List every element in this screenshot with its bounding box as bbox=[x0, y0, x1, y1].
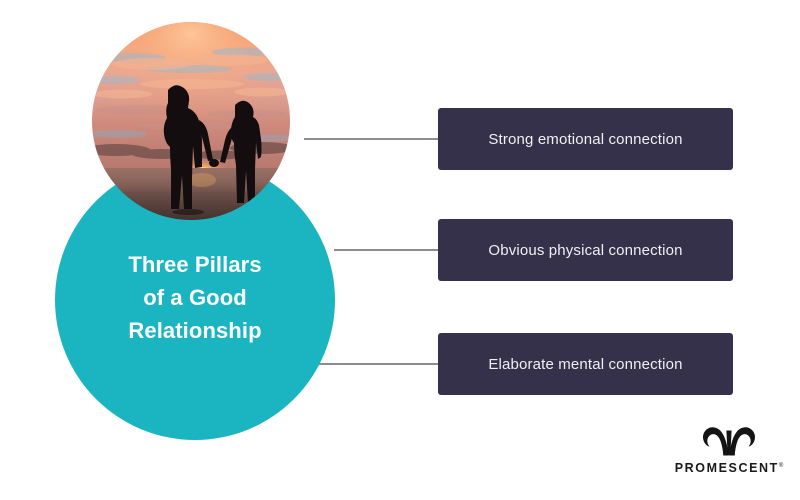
promescent-wordmark-text: PROMESCENT bbox=[674, 461, 779, 475]
registered-trademark-mark: ® bbox=[778, 462, 784, 469]
pillar-box-2[interactable]: Obvious physical connection bbox=[438, 219, 733, 281]
page-title-line-3: Relationship bbox=[128, 318, 262, 343]
pillar-label-2: Obvious physical connection bbox=[488, 241, 683, 259]
page-title-line-1: Three Pillars bbox=[128, 252, 262, 277]
page-title: Three Pillars of a Good Relationship bbox=[55, 248, 335, 347]
pillar-box-3[interactable]: Elaborate mental connection bbox=[438, 333, 733, 395]
pillar-label-3: Elaborate mental connection bbox=[488, 355, 683, 373]
page-title-line-2: of a Good bbox=[143, 285, 247, 310]
promescent-wordmark: PROMESCENT® bbox=[675, 461, 784, 475]
pillar-box-1[interactable]: Strong emotional connection bbox=[438, 108, 733, 170]
connector-line-2 bbox=[334, 249, 440, 251]
pillar-label-1: Strong emotional connection bbox=[488, 130, 683, 148]
connector-line-1 bbox=[304, 138, 440, 140]
connector-line-3 bbox=[279, 363, 440, 365]
promescent-logo: PROMESCENT® bbox=[668, 424, 790, 486]
teal-title-circle: Three Pillars of a Good Relationship bbox=[55, 160, 335, 440]
aries-ram-horns-icon bbox=[703, 427, 755, 456]
couple-sunset-photo bbox=[92, 22, 290, 220]
